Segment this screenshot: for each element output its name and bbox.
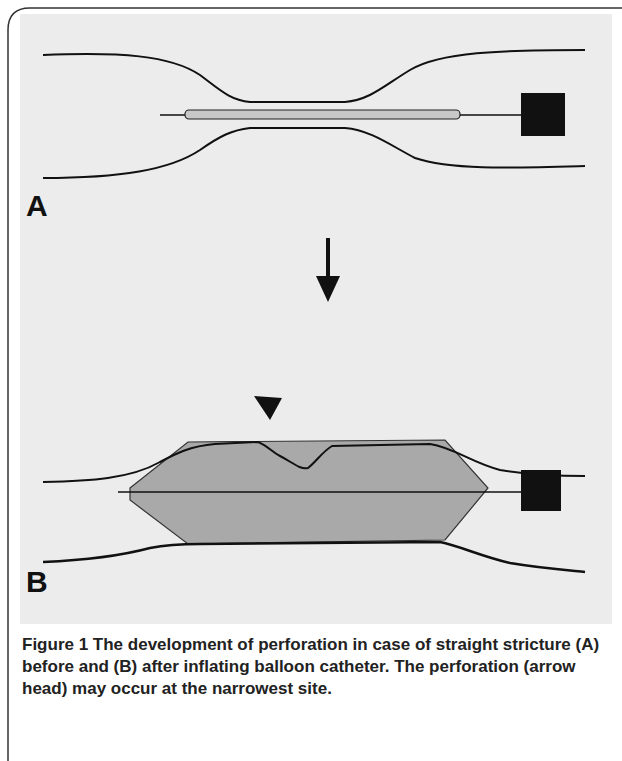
- panel-label: B: [26, 566, 48, 598]
- figure-caption: Figure 1 The development of perforation …: [22, 634, 607, 700]
- deflated-balloon: [185, 110, 460, 119]
- lumen-wall: [43, 128, 585, 178]
- catheter-hub: [521, 93, 565, 136]
- panel-label: A: [26, 190, 48, 222]
- lumen-wall: [43, 442, 585, 482]
- process-arrow: [316, 276, 340, 302]
- drawing-ground: [20, 14, 612, 624]
- lumen-wall: [43, 542, 585, 572]
- perforation-arrowhead: [254, 396, 282, 420]
- guide-wire: [118, 491, 522, 493]
- lumen-wall: [43, 50, 585, 102]
- process-arrow: [326, 238, 330, 280]
- frame-border: [8, 8, 622, 761]
